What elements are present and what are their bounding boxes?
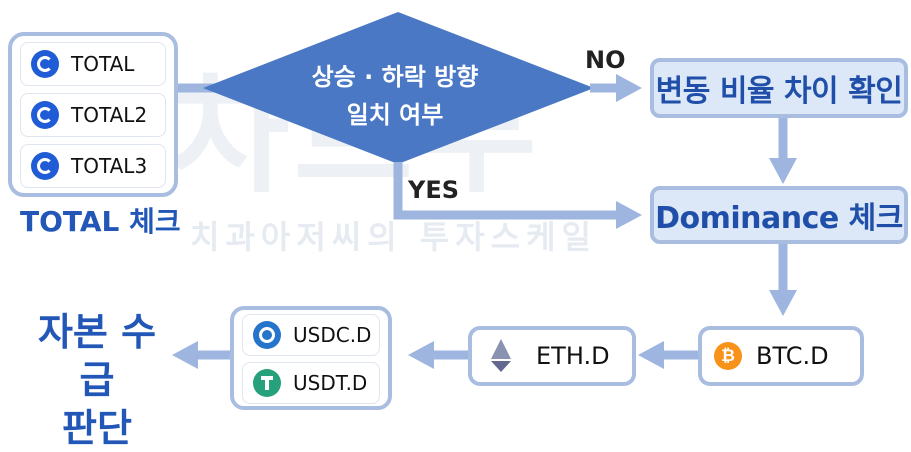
ethereum-icon	[488, 339, 514, 373]
total-icon	[31, 152, 59, 180]
total-icon	[31, 101, 59, 129]
total3-item-label: TOTAL3	[71, 154, 148, 178]
total-panel: TOTAL TOTAL2 TOTAL3	[8, 32, 178, 197]
connector-yes	[393, 162, 618, 220]
total-icon	[31, 50, 59, 78]
eth-dominance-box: ETH.D	[468, 326, 636, 386]
usdc-item: USDC.D	[242, 314, 380, 356]
total-caption: TOTAL 체크	[20, 205, 181, 238]
decision-text: 상승 · 하락 방향 일치 여부	[290, 58, 500, 134]
watermark-subtitle: 치과아저씨의 투자스케일	[190, 218, 597, 256]
variation-check-box: 변동 비율 차이 확인	[650, 58, 908, 118]
decision-diamond	[203, 12, 594, 164]
usdt-item: USDT.D	[242, 362, 380, 404]
arrowhead-left-3	[172, 341, 198, 369]
yes-label: YES	[408, 176, 460, 204]
result-line-1: 자본 수급	[37, 310, 157, 402]
total2-item: TOTAL2	[20, 93, 166, 137]
arrowhead-down-2	[769, 290, 797, 316]
arrowhead-down-1	[769, 158, 797, 184]
result-line-2: 판단	[62, 406, 132, 450]
usdc-item-label: USDC.D	[293, 323, 372, 347]
total3-item: TOTAL3	[20, 144, 166, 188]
dominance-check-box: Dominance 체크	[650, 186, 908, 244]
usdt-icon	[253, 369, 281, 397]
arrowhead-left-2	[408, 341, 434, 369]
stablecoin-panel: USDC.D USDT.D	[230, 306, 392, 410]
total-item: TOTAL	[20, 42, 166, 86]
usdt-item-label: USDT.D	[293, 371, 368, 395]
eth-dominance-label: ETH.D	[536, 342, 610, 370]
decision-line-2: 일치 여부	[346, 101, 444, 129]
arrowhead-left-1	[638, 341, 664, 369]
no-label: NO	[585, 46, 626, 74]
total-item-label: TOTAL	[71, 52, 135, 76]
arrowhead-no	[616, 74, 642, 102]
result-label: 자본 수급 판단	[22, 308, 172, 452]
usdc-icon	[253, 321, 281, 349]
btc-dominance-box: ₿ BTC.D	[698, 326, 864, 386]
arrowhead-yes	[616, 201, 642, 229]
btc-dominance-label: BTC.D	[756, 342, 829, 370]
decision-line-1: 상승 · 하락 방향	[311, 63, 479, 91]
flow-connectors	[172, 12, 797, 369]
total2-item-label: TOTAL2	[71, 103, 148, 127]
bitcoin-icon: ₿	[714, 342, 742, 370]
